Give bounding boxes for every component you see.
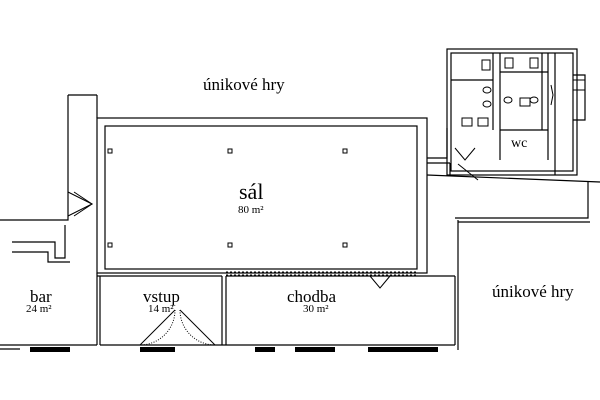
room-bar-area: 24 m² — [26, 303, 52, 315]
columns — [107, 148, 348, 248]
sal-inner-wall — [104, 125, 418, 270]
wc-block — [446, 48, 578, 176]
doors — [67, 147, 479, 346]
wc-label: wc — [511, 136, 528, 151]
room-chodba-area: 30 m² — [303, 303, 329, 315]
sal-outer-wall — [96, 117, 428, 274]
room-vstup-area: 14 m² — [148, 303, 174, 315]
wc-fixtures — [461, 57, 586, 127]
escape-games-right-label: únikové hry — [492, 282, 574, 301]
walls — [0, 48, 600, 350]
room-sal-name: sál — [239, 179, 264, 204]
room-sal-area: 80 m² — [238, 204, 264, 216]
room-vstup-name: vstup — [143, 287, 180, 306]
windows — [30, 347, 438, 352]
escape-games-top-label: únikové hry — [203, 75, 285, 94]
room-chodba-name: chodba — [287, 287, 337, 306]
room-bar-name: bar — [30, 287, 52, 306]
